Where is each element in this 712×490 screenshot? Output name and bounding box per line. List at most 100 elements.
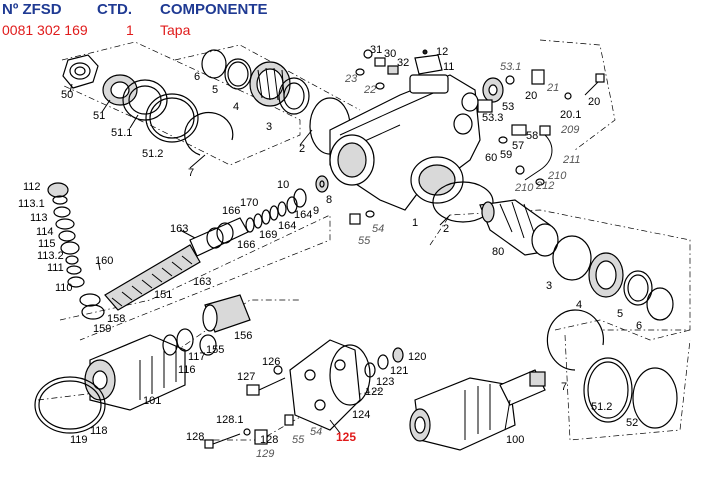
callout-32: 32 <box>397 57 409 69</box>
rings-8-9-10 <box>293 175 329 208</box>
callout-7-top: 7 <box>188 167 194 179</box>
bearing-4-top <box>249 61 291 107</box>
callout-100: 100 <box>506 434 524 446</box>
callout-120: 120 <box>408 351 426 363</box>
callout-21: 21 <box>546 82 559 94</box>
callout-50: 50 <box>61 89 73 101</box>
cover-124 <box>289 339 361 431</box>
ring-155 <box>199 334 217 356</box>
callout-111: 111 <box>47 262 64 274</box>
callout-9: 9 <box>313 205 319 217</box>
callout-55-b: 55 <box>292 434 305 446</box>
callout-51-1: 51.1 <box>111 127 132 139</box>
callout-121: 121 <box>390 365 408 377</box>
plate-11 <box>414 49 443 75</box>
callout-20-b: 20 <box>588 96 600 108</box>
bleed-screw-group <box>355 49 399 90</box>
callout-163-b: 163 <box>193 276 211 288</box>
snap-ring-7 <box>184 111 234 156</box>
callout-labels: 50 51 51.1 51.2 6 5 4 3 7 2 31 30 32 23 … <box>18 44 642 460</box>
main-housing-1 <box>329 74 481 211</box>
callout-119: 119 <box>70 434 88 446</box>
callout-10: 10 <box>277 179 289 191</box>
sleeve-156 <box>202 294 251 333</box>
component-name-value: Tapa <box>160 22 191 38</box>
plug-54-55 <box>349 210 375 225</box>
callout-115: 115 <box>38 238 56 250</box>
callout-4-right: 4 <box>576 299 582 311</box>
callout-170: 170 <box>240 197 258 209</box>
callout-31: 31 <box>370 44 382 56</box>
seal-51 <box>102 74 138 106</box>
callout-2-lower: 2 <box>443 223 449 235</box>
cover-disc-52 <box>632 367 678 429</box>
callout-127: 127 <box>237 371 255 383</box>
snap-ring-7-right <box>546 309 604 371</box>
callout-30: 30 <box>384 48 396 60</box>
screw-20 <box>531 69 605 100</box>
callout-11: 11 <box>443 61 454 73</box>
callout-110: 110 <box>55 282 73 294</box>
callout-210-a: 210 <box>547 170 567 182</box>
seal-51-1 <box>122 79 168 121</box>
ring-51-2-right <box>583 357 633 423</box>
ring-5-top <box>224 58 252 90</box>
callout-123: 123 <box>376 376 394 388</box>
bearing-4-right <box>588 252 624 298</box>
steering-valve-100 <box>409 369 546 451</box>
callout-125: 125 <box>336 430 356 444</box>
callout-129: 129 <box>256 448 274 460</box>
callout-51: 51 <box>93 110 105 122</box>
oring-123 <box>329 344 371 406</box>
callout-101: 101 <box>143 395 161 407</box>
callout-23: 23 <box>344 73 358 85</box>
callout-211: 211 <box>562 154 581 166</box>
header-quantity-label: CTD. <box>97 1 132 18</box>
callout-209: 209 <box>560 124 579 136</box>
callout-117: 117 <box>188 351 206 363</box>
callout-51-2-right: 51.2 <box>591 401 612 413</box>
callout-53-1: 53.1 <box>500 61 521 73</box>
callout-113: 113 <box>30 212 48 224</box>
callout-114: 114 <box>36 226 54 238</box>
callout-128-b: 128 <box>260 434 278 446</box>
oring-118-119 <box>34 376 106 434</box>
callout-4-top: 4 <box>233 101 239 113</box>
header-part-number-label: Nº ZFSD <box>2 1 62 18</box>
rings-116-117 <box>162 328 194 356</box>
callout-160: 160 <box>95 255 113 267</box>
callout-58: 58 <box>526 130 538 142</box>
callout-164-b: 164 <box>294 209 312 221</box>
callout-8: 8 <box>326 194 332 206</box>
callout-6-top: 6 <box>194 71 200 83</box>
callout-53-3: 53.3 <box>482 112 503 124</box>
callout-169: 169 <box>259 229 277 241</box>
callout-166-b: 166 <box>237 239 255 251</box>
callout-53: 53 <box>502 101 514 113</box>
callout-155: 155 <box>206 344 224 356</box>
callout-158: 158 <box>107 313 125 325</box>
callout-3-right: 3 <box>546 280 552 292</box>
callout-210-b: 210 <box>514 182 534 194</box>
rings-120-121-122 <box>364 347 404 378</box>
callout-151: 151 <box>154 289 172 301</box>
callout-122: 122 <box>365 386 383 398</box>
callout-113-2: 113.2 <box>37 250 64 262</box>
cap-112 <box>47 182 85 288</box>
callout-156: 156 <box>234 330 252 342</box>
callout-128-1: 128.1 <box>216 414 244 426</box>
seal-3-top <box>278 77 310 115</box>
worm-shaft-151 <box>104 244 201 311</box>
callout-22: 22 <box>363 84 376 96</box>
callout-164-a: 164 <box>278 220 296 232</box>
rings-5-6-right <box>623 270 674 321</box>
seal-3-right <box>552 235 592 281</box>
ring-6-top <box>201 49 227 79</box>
part-number-value: 0081 302 169 <box>2 22 88 38</box>
callout-54-b: 54 <box>310 426 322 438</box>
valve-53 <box>477 75 515 113</box>
callout-51-2: 51.2 <box>142 148 163 160</box>
quantity-value: 1 <box>126 22 134 38</box>
callout-212: 212 <box>535 180 554 192</box>
